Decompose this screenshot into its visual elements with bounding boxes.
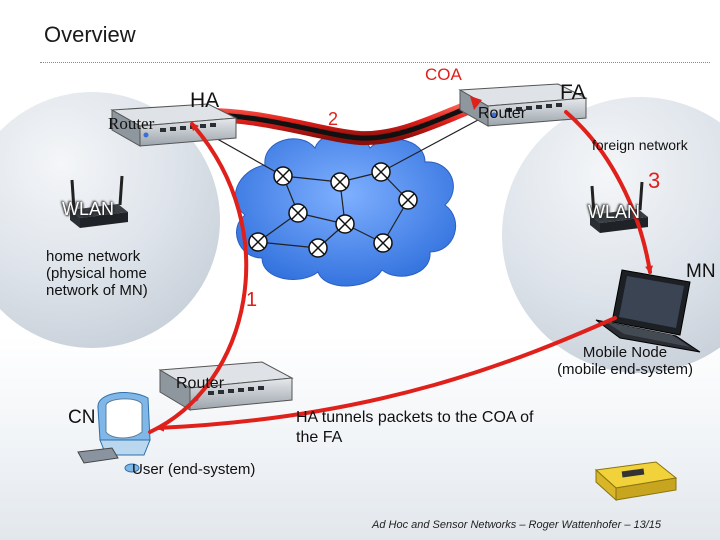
- router-icon: [110, 103, 238, 147]
- step-1-label: 1: [246, 289, 258, 311]
- home-router-label: Router: [108, 114, 155, 133]
- router-icon: [158, 361, 294, 411]
- tunnel-arrowheads: [470, 96, 482, 110]
- home-wlan-label: WLAN: [62, 199, 115, 219]
- title-divider: [40, 62, 710, 63]
- arrow-mn-to-cn: [156, 316, 617, 432]
- slide-footer: Ad Hoc and Sensor Networks – Roger Watte…: [372, 519, 662, 531]
- internet-cloud-icon: [234, 132, 457, 287]
- step-2-label: 2: [328, 109, 339, 129]
- cn-router-label: Router: [176, 375, 225, 392]
- wlan-access-point-icon: [70, 175, 128, 228]
- network-switch-icon: [248, 162, 418, 258]
- fa-label: FA: [560, 81, 586, 104]
- laptop-icon: [595, 269, 701, 353]
- user-caption: User (end-system): [132, 462, 255, 477]
- mn-label: MN: [686, 261, 716, 282]
- sensor-node-icon: [594, 461, 678, 502]
- mobile-node-desc: (mobile end-system): [557, 361, 693, 378]
- user-desc: (end-system): [167, 461, 256, 478]
- slide-title: Overview: [44, 22, 136, 47]
- tunnel-caption-line-2: the FA: [296, 429, 343, 446]
- mobile-node-caption: Mobile Node (mobile end-system): [540, 344, 710, 378]
- cn-label: CN: [68, 407, 96, 428]
- tunnel-caption-line-1: HA tunnels packets to the COA of: [296, 409, 534, 426]
- desktop-computer-icon: [77, 392, 151, 473]
- ha-coa-tunnel: [183, 96, 487, 146]
- mobile-node-title: Mobile Node: [582, 344, 668, 361]
- tunnel-caption: HA tunnels packets to the COA of the FA: [296, 408, 533, 448]
- coa-label: COA: [425, 65, 462, 84]
- arrow-step-1: [148, 122, 249, 434]
- ha-label: HA: [190, 89, 220, 112]
- foreign-network-label: foreign network: [592, 137, 688, 153]
- foreign-router-label: Router: [478, 105, 527, 122]
- foreign-wlan-label: WLAN: [588, 202, 641, 222]
- step-3-label: 3: [648, 168, 661, 193]
- home-network-label: home network (physical home network of M…: [46, 248, 148, 299]
- home-network-line-3: network of MN): [46, 282, 148, 299]
- user-label: User: [132, 461, 164, 478]
- home-network-line-2: (physical home: [46, 265, 147, 282]
- packet-flow-arrows: [148, 110, 653, 434]
- arrow-step-3: [564, 110, 653, 274]
- home-network-line-1: home network: [46, 248, 141, 265]
